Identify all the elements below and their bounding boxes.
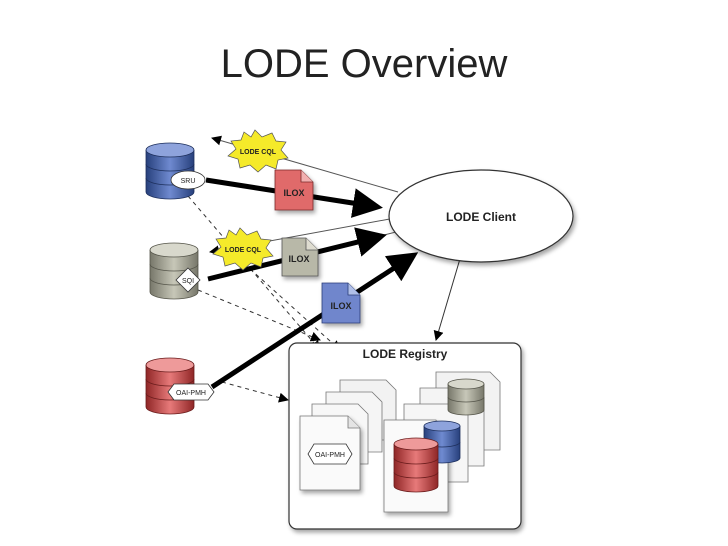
cql-badge-2: LODE CQL: [212, 227, 274, 271]
cql-badge-1-label: LODE CQL: [240, 149, 277, 156]
client-registry-arrow: [433, 251, 463, 341]
lode-registry-label: LODE Registry: [363, 347, 448, 361]
slide-title: LODE Overview: [220, 42, 508, 86]
repository-oai-pmh-protocol: OAI-PMH: [176, 390, 206, 397]
cql-badge-1: LODE CQL: [227, 129, 289, 173]
lode-client: LODE Client: [388, 169, 574, 263]
repository-sru-protocol: SRU: [181, 178, 196, 185]
lode-client-label: LODE Client: [446, 210, 516, 224]
registry-db-red: [393, 437, 439, 493]
lode-registry: LODE Registry OAI-PMH: [288, 342, 522, 530]
ilox-doc-blue-label: ILOX: [330, 301, 351, 311]
repository-sru: SRU: [145, 142, 206, 200]
cql-badge-2-label: LODE CQL: [225, 247, 262, 254]
ilox-doc-grey: ILOX: [281, 237, 319, 277]
harvest-dashed-lines: [187, 195, 341, 403]
ilox-doc-blue: ILOX: [321, 282, 361, 324]
ilox-doc-red: ILOX: [274, 169, 314, 211]
registry-db-grey: [447, 378, 485, 416]
repository-sqi-protocol: SQI: [182, 278, 194, 285]
ilox-doc-red-label: ILOX: [283, 188, 304, 198]
registry-oai-pmh-tag: OAI-PMH: [307, 443, 353, 465]
registry-oai-pmh-label: OAI-PMH: [315, 452, 345, 459]
repository-sqi: SQI: [149, 242, 201, 300]
repository-oai-pmh: OAI-PMH: [145, 357, 215, 415]
ilox-doc-grey-label: ILOX: [288, 254, 309, 264]
